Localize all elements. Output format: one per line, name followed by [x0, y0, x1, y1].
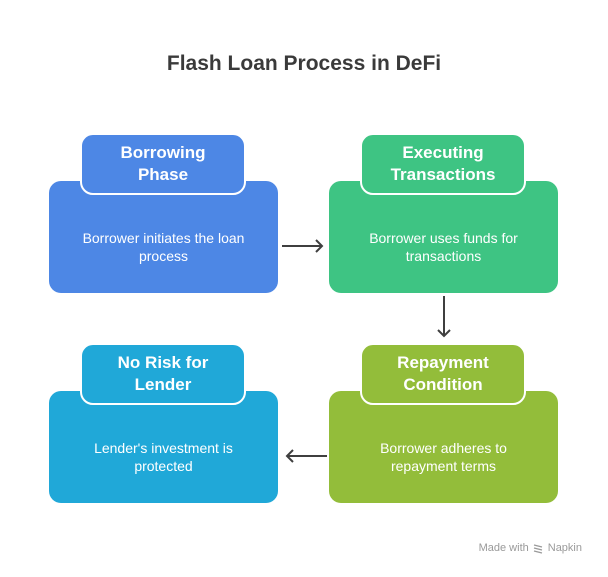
step-card-borrowing: Borrower initiates the loan process: [49, 181, 278, 293]
footer-attribution: Made with Napkin: [479, 542, 582, 554]
step-description: Borrower uses funds for transactions: [329, 229, 558, 265]
heading-line: No Risk for: [117, 353, 209, 372]
step-description: Lender's investment is protected: [49, 439, 278, 475]
heading-line: Transactions: [390, 165, 496, 184]
description-line: protected: [134, 458, 193, 474]
step-description: Borrower adheres to repayment terms: [329, 439, 558, 475]
step-description: Borrower initiates the loan process: [49, 229, 278, 265]
arrow-right-icon: [282, 239, 324, 253]
step-card-repayment: Borrower adheres to repayment terms: [329, 391, 558, 503]
heading-line: Borrowing: [120, 143, 206, 162]
napkin-brand-label: Napkin: [547, 542, 582, 554]
description-line: Borrower adheres to: [380, 440, 507, 456]
arrow-left-icon: [285, 449, 327, 463]
step-card-no-risk: Lender's investment is protected: [49, 391, 278, 503]
description-line: Borrower uses funds for: [369, 230, 518, 246]
description-line: repayment terms: [390, 458, 497, 474]
arrow-down-icon: [437, 296, 451, 338]
description-line: transactions: [405, 248, 482, 264]
heading-line: Executing: [402, 143, 484, 162]
heading-line: Phase: [137, 165, 189, 184]
description-line: Lender's investment is: [94, 440, 233, 456]
diagram-title: Flash Loan Process in DeFi: [166, 52, 442, 75]
heading-line: Lender: [134, 375, 192, 394]
step-card-executing: Borrower uses funds for transactions: [329, 181, 558, 293]
heading-line: Condition: [403, 375, 483, 394]
made-with-label: Made with: [478, 542, 529, 554]
description-line: Borrower initiates the loan: [82, 230, 245, 246]
description-line: process: [138, 248, 189, 264]
heading-line: Repayment: [397, 353, 489, 372]
napkin-logo-icon: [533, 543, 542, 554]
